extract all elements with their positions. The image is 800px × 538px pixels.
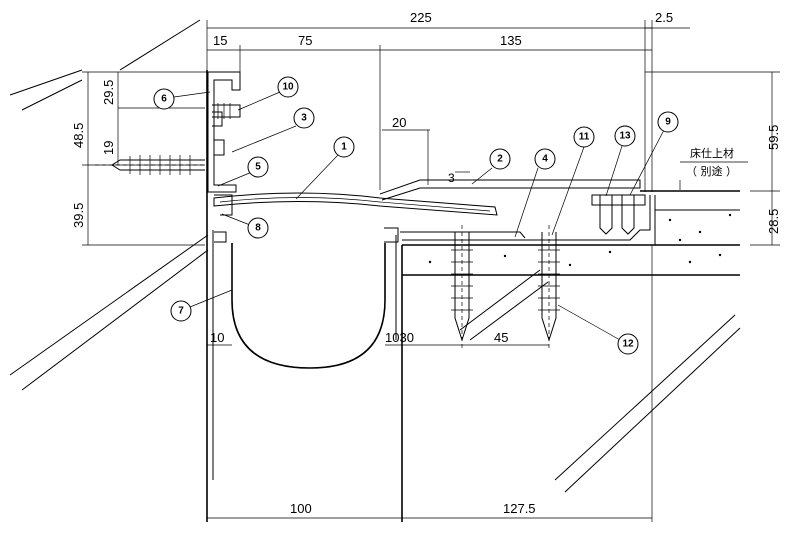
svg-text:2: 2 [497,154,503,165]
dimension-lines [82,20,780,522]
anchor-bolt-11-a [451,225,473,350]
svg-text:13: 13 [619,131,631,142]
screw-10 [212,103,241,119]
dim-inner-45: 45 [494,330,508,345]
dim-top-seg2: 75 [298,33,312,48]
svg-text:11: 11 [579,132,590,143]
callout-10: 10 [277,76,299,98]
dim-left-39-5: 39.5 [71,203,86,228]
svg-text:7: 7 [178,306,184,317]
callout-8: 8 [247,217,269,239]
wall-faces [206,70,403,522]
cover-plate [213,179,651,241]
callout-5: 5 [247,156,269,178]
svg-text:1: 1 [341,142,347,153]
dim-right-59-5: 59.5 [766,125,781,150]
svg-text:5: 5 [255,162,261,173]
leader-lines [173,91,665,341]
slab-hatching-right [459,269,741,493]
dim-inner-1030: 1030 [385,330,414,345]
callout-6: 6 [153,88,175,110]
rubber-seal [231,243,386,369]
screws-13 [591,194,646,235]
wall-hatching-left [9,19,209,391]
dim-bottom-100: 100 [290,501,312,516]
callout-1: 1 [333,136,355,158]
svg-text:10: 10 [282,82,294,93]
svg-text:8: 8 [255,223,261,234]
note-separately: （ 別途 ） [686,164,737,178]
callout-4: 4 [534,148,556,170]
dim-top-right: 2.5 [655,10,673,25]
callout-13: 13 [614,125,636,147]
dim-inner-20: 20 [392,115,406,130]
left-frame-profile [207,71,399,243]
dim-left-29-5: 29.5 [101,80,116,105]
dim-bottom-127-5: 127.5 [503,501,536,516]
callout-2: 2 [489,148,511,170]
callout-11: 11 [573,126,595,148]
svg-text:6: 6 [161,94,167,105]
svg-text:9: 9 [665,117,671,128]
svg-text:12: 12 [622,339,634,350]
callout-3: 3 [293,107,315,129]
svg-text:3: 3 [301,113,307,124]
concrete-slab [402,190,740,276]
dim-inner-10: 10 [210,330,224,345]
dim-right-28-5: 28.5 [766,209,781,234]
anchor-bolt-11-b [538,225,560,350]
dim-top-seg3: 135 [500,33,522,48]
dim-top-total: 225 [410,10,432,25]
dim-inner-3: 3 [448,171,455,185]
dim-left-19: 19 [101,141,116,155]
dim-left-48-5: 48.5 [71,123,86,148]
callout-7: 7 [170,300,192,322]
callout-9: 9 [657,111,679,133]
callout-12: 12 [617,333,639,355]
note-floor-finish: 床仕上材 [690,146,734,160]
dim-top-seg1: 15 [213,33,227,48]
svg-text:4: 4 [542,154,548,165]
